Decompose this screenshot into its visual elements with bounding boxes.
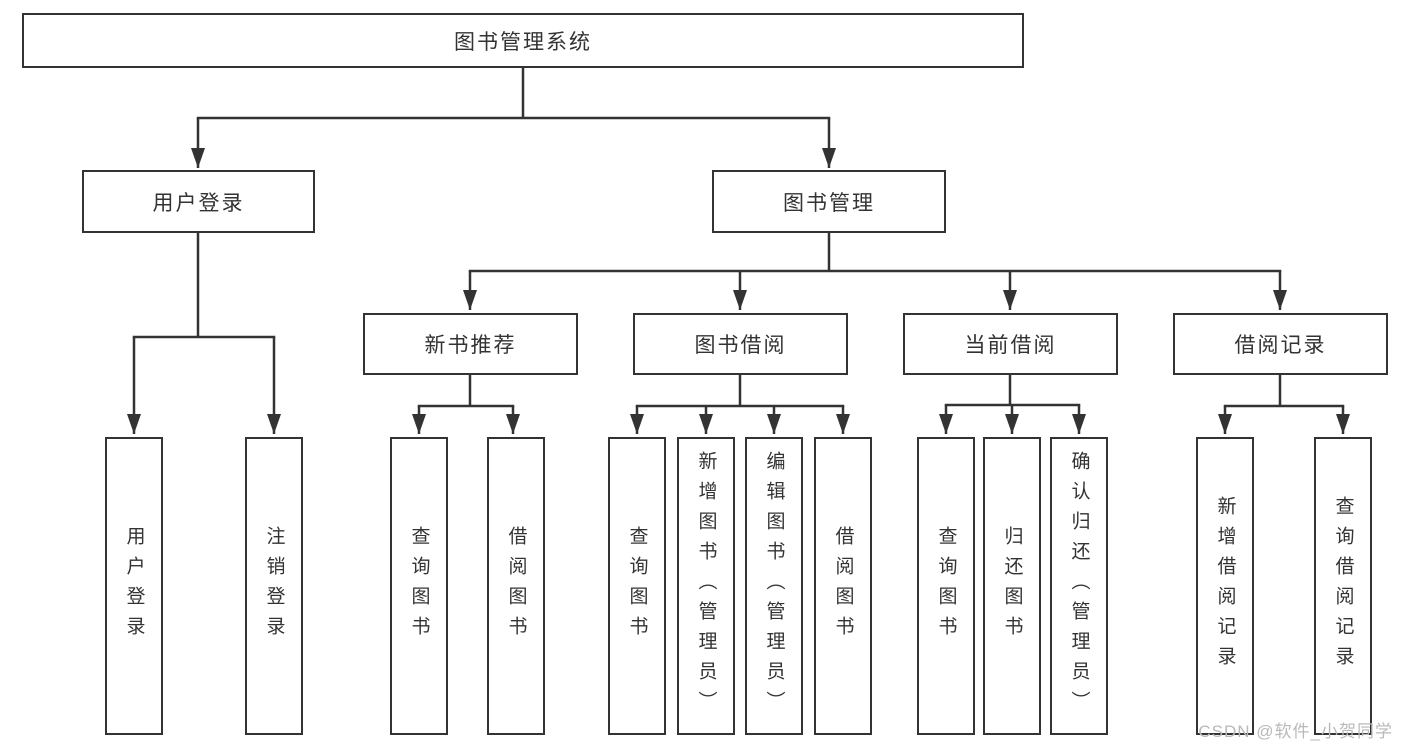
node-root-library-system: 图书管理系统: [22, 13, 1024, 68]
csdn-watermark: CSDN @软件_小贺同学: [1198, 722, 1393, 741]
node-current-borrowing: 当前借阅: [903, 313, 1118, 375]
leaf-confirm-return-admin-label: 确认归还（管理员）: [1068, 451, 1090, 721]
node-root-label: 图书管理系统: [454, 30, 592, 54]
leaf-query-borrow-record-label: 查询借阅记录: [1332, 496, 1354, 676]
leaf-borrow-book-recommend-label: 借阅图书: [505, 526, 527, 646]
leaf-query-book-current: 查询图书: [917, 437, 975, 735]
leaf-query-book-current-label: 查询图书: [935, 526, 957, 646]
leaf-add-book-admin: 新增图书（管理员）: [677, 437, 735, 735]
leaf-edit-book-admin: 编辑图书（管理员）: [745, 437, 803, 735]
leaf-logout-label: 注销登录: [263, 526, 285, 646]
node-book-borrowing-label: 图书借阅: [694, 334, 787, 357]
leaf-add-borrow-record-label: 新增借阅记录: [1214, 496, 1236, 676]
leaf-return-book-label: 归还图书: [1001, 526, 1023, 646]
node-user-login-label: 用户登录: [152, 191, 245, 215]
node-borrowing-records-label: 借阅记录: [1234, 334, 1327, 357]
leaf-query-borrow-record: 查询借阅记录: [1314, 437, 1372, 735]
node-book-borrowing: 图书借阅: [633, 313, 848, 375]
leaf-query-book-borrowing: 查询图书: [608, 437, 666, 735]
leaf-add-borrow-record: 新增借阅记录: [1196, 437, 1254, 735]
leaf-borrow-book-label: 借阅图书: [832, 526, 854, 646]
node-book-management-label: 图书管理: [783, 191, 875, 215]
leaf-return-book: 归还图书: [983, 437, 1041, 735]
leaf-add-book-admin-label: 新增图书（管理员）: [695, 451, 717, 721]
node-new-book-recommend-label: 新书推荐: [424, 334, 517, 357]
leaf-edit-book-admin-label: 编辑图书（管理员）: [763, 451, 785, 721]
node-user-login: 用户登录: [82, 170, 315, 233]
leaf-user-login: 用户登录: [105, 437, 163, 735]
leaf-query-book-recommend-label: 查询图书: [408, 526, 430, 646]
node-current-borrowing-label: 当前借阅: [964, 334, 1057, 357]
leaf-query-book-recommend: 查询图书: [390, 437, 448, 735]
node-new-book-recommend: 新书推荐: [363, 313, 578, 375]
node-borrowing-records: 借阅记录: [1173, 313, 1388, 375]
leaf-borrow-book-recommend: 借阅图书: [487, 437, 545, 735]
leaf-borrow-book: 借阅图书: [814, 437, 872, 735]
leaf-query-book-borrowing-label: 查询图书: [626, 526, 648, 646]
leaf-user-login-label: 用户登录: [123, 526, 145, 646]
leaf-confirm-return-admin: 确认归还（管理员）: [1050, 437, 1108, 735]
leaf-logout: 注销登录: [245, 437, 303, 735]
node-book-management: 图书管理: [712, 170, 946, 233]
